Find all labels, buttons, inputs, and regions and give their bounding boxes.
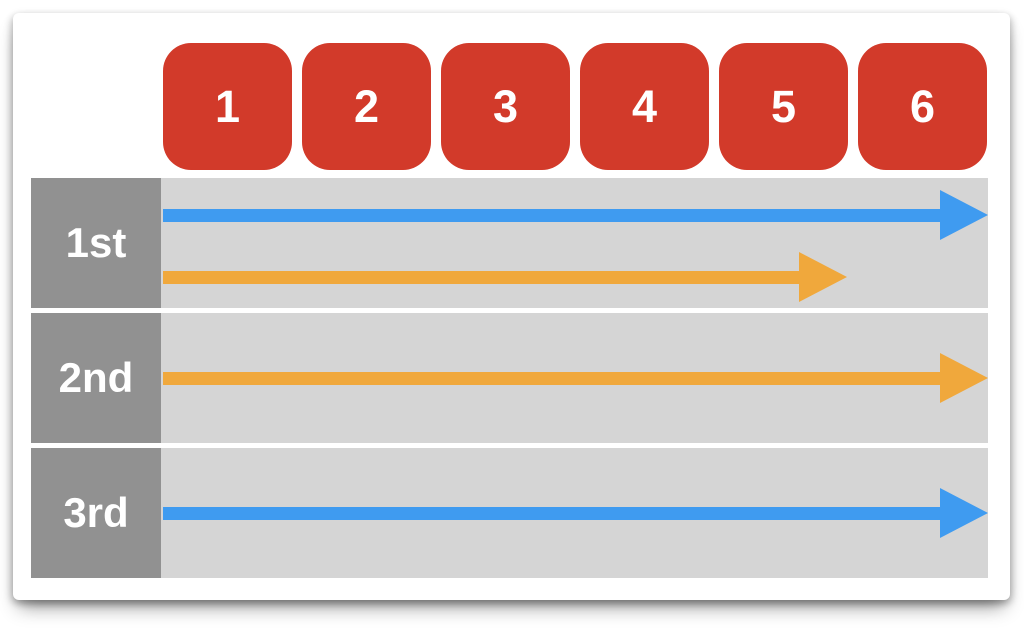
column-header-4: 4 <box>580 43 709 170</box>
arrow-head-icon <box>940 353 988 403</box>
arrow-shaft <box>163 371 940 385</box>
timeline-row-1st: 1st <box>31 178 988 308</box>
column-header-1: 1 <box>163 43 292 170</box>
row-label-3rd: 3rd <box>31 448 161 578</box>
arrow-head-icon <box>940 190 988 240</box>
row-track-2nd <box>161 313 988 443</box>
timeline-row-2nd: 2nd <box>31 313 988 443</box>
arrow-head-icon <box>799 252 847 302</box>
row-track-1st <box>161 178 988 308</box>
arrow-blue-row3 <box>163 488 988 538</box>
column-header-row: 1 2 3 4 5 6 <box>163 43 987 170</box>
row-label-1st: 1st <box>31 178 161 308</box>
arrow-orange-row2 <box>163 353 988 403</box>
column-header-5: 5 <box>719 43 848 170</box>
column-header-1-label: 1 <box>214 81 241 132</box>
row-label-2nd: 2nd <box>31 313 161 443</box>
column-header-2-label: 2 <box>353 81 380 132</box>
column-header-6-label: 6 <box>909 81 936 132</box>
arrow-shaft <box>163 270 799 284</box>
column-header-3-label: 3 <box>492 81 519 132</box>
diagram-card: 1 2 3 4 5 6 1st 2nd <box>13 13 1010 600</box>
row-track-3rd <box>161 448 988 578</box>
arrow-shaft <box>163 208 940 222</box>
arrow-shaft <box>163 506 940 520</box>
arrow-blue-row1 <box>163 190 988 240</box>
column-header-3: 3 <box>441 43 570 170</box>
arrow-head-icon <box>940 488 988 538</box>
arrow-orange-row1 <box>163 252 847 302</box>
column-header-5-label: 5 <box>770 81 797 132</box>
column-header-6: 6 <box>858 43 987 170</box>
column-header-4-label: 4 <box>631 81 658 132</box>
timeline-row-3rd: 3rd <box>31 448 988 578</box>
column-header-2: 2 <box>302 43 431 170</box>
